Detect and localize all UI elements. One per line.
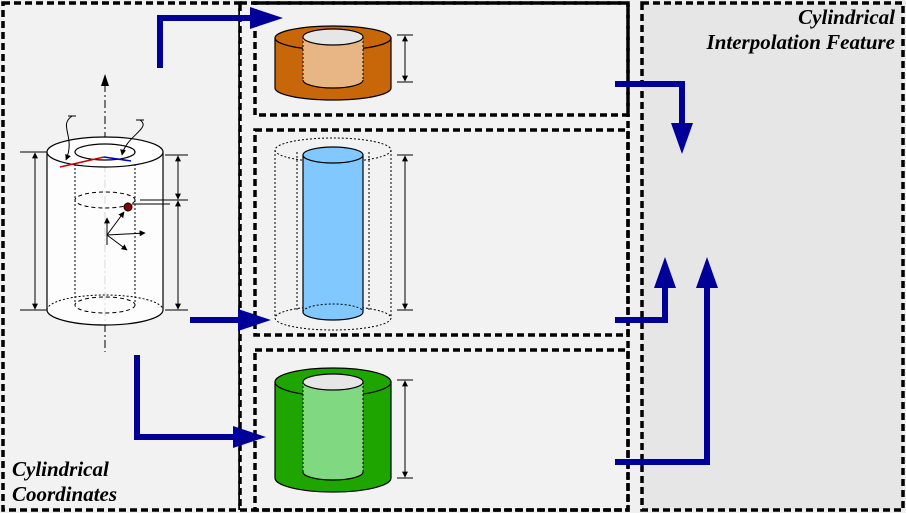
sample-point	[123, 202, 133, 212]
orange-inner-bottom-edge	[302, 79, 364, 89]
green-cylinder	[274, 367, 413, 493]
green-inner-wall	[303, 382, 363, 472]
center-axis-arrowhead	[101, 74, 109, 86]
orange-cylinder	[274, 25, 413, 101]
axis-down-right	[106, 234, 128, 251]
arrow-middle-box-to-feature	[615, 285, 668, 323]
feature-panel-frame	[640, 1, 905, 512]
arrowhead-middle-box	[238, 309, 271, 331]
arrowhead-feature-down	[671, 123, 693, 154]
outer-cylinder-body	[46, 151, 164, 326]
arrow-to-top-box	[157, 15, 252, 68]
middle-box-frame	[253, 128, 630, 337]
orange-hole-top	[302, 28, 364, 46]
arrowhead-feature-up-right	[696, 257, 718, 288]
flow-arrow-lines	[134, 15, 710, 465]
outer-bottom-back-edge	[46, 294, 164, 311]
flow-arrow-heads	[233, 7, 718, 448]
radius-line-blue	[103, 156, 132, 162]
left-label-line2: Coordinates	[12, 482, 117, 506]
arrow-top-box-to-feature	[615, 81, 685, 125]
blue-cylinder-top	[302, 146, 364, 164]
arrow-bottom-box-to-feature	[615, 285, 710, 465]
leader-arrow-left	[65, 115, 73, 161]
leader-arrow-right	[120, 119, 144, 156]
inner-middle-section	[74, 191, 136, 209]
blue-cylinder-body	[302, 154, 364, 321]
blue-bottom-back-edge	[302, 303, 364, 313]
arrowhead-top-box	[250, 7, 283, 29]
axis-to-point	[106, 211, 125, 236]
top-box-frame	[253, 1, 630, 117]
bottom-box-frame	[253, 348, 630, 512]
left-label-line1: Cylindrical	[12, 457, 109, 481]
blue-cylinder	[274, 137, 413, 331]
inner-top-ellipse	[74, 143, 136, 161]
axis-right	[106, 230, 146, 237]
green-inner-bottom-edge	[302, 471, 364, 481]
coordinate-cylinder	[20, 74, 188, 352]
arrowhead-bottom-box	[233, 426, 266, 448]
ghost-outer-bottom	[274, 305, 392, 331]
green-inner-bottom	[303, 464, 363, 480]
radius-line-red	[59, 156, 105, 168]
arrowhead-feature-up-left	[654, 257, 676, 288]
right-label-line2: Interpolation Feature	[706, 30, 895, 54]
right-label-line1: Cylindrical	[798, 5, 895, 29]
inner-bottom-section	[74, 296, 136, 314]
arrow-to-bottom-box	[134, 355, 235, 440]
green-hole-top	[302, 373, 364, 391]
orange-inner-bottom	[303, 72, 363, 88]
